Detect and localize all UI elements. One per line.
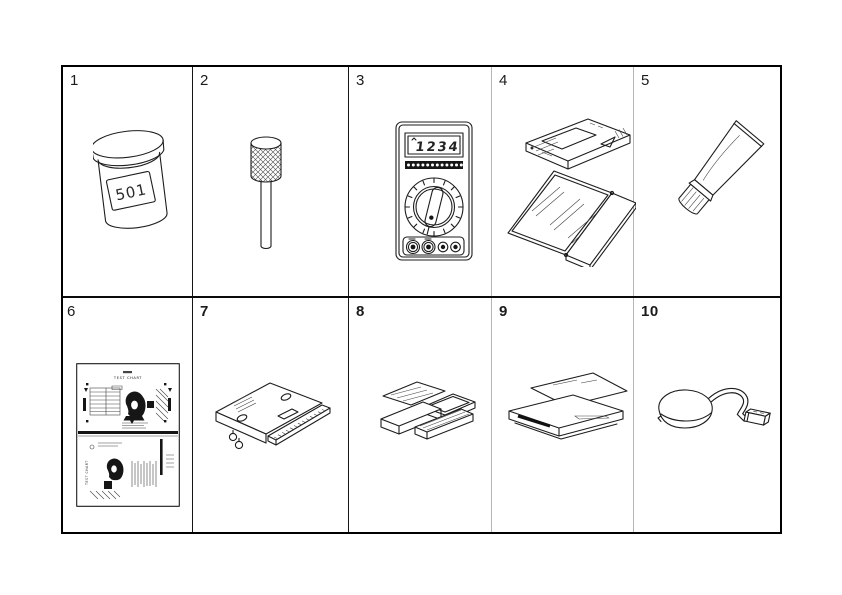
test-chart-title: TEST CHART [113, 376, 142, 380]
item-number: 10 [641, 303, 659, 320]
cell-item-1: 1 501 [63, 67, 192, 296]
adhesive-tube-illustration [678, 120, 765, 215]
item-number: 6 [67, 303, 76, 320]
item-number: 8 [356, 303, 365, 320]
item-number: 4 [499, 72, 508, 89]
knurled-screw-illustration [250, 136, 282, 250]
divider-col-2 [348, 67, 349, 532]
cartridge-with-case-illustration [507, 118, 636, 267]
divider-col-1 [192, 67, 193, 532]
divider-col-4 [633, 67, 634, 532]
item-number: 9 [499, 303, 508, 320]
test-chart-illustration: TEST CHART [76, 363, 180, 507]
cell-item-6: 6 TEST CHART [63, 298, 192, 532]
divider-col-3 [491, 67, 492, 532]
item-number: 1 [70, 72, 79, 89]
cell-item-4: 4 [492, 67, 636, 296]
card-reader-illustration [657, 387, 771, 429]
pc-card-illustration [508, 372, 628, 440]
cleaning-pads-illustration [380, 381, 476, 440]
item-number: 5 [641, 72, 650, 89]
grease-jar-illustration: 501 [93, 130, 168, 229]
test-chart-title-rotated: TEST CHART [85, 460, 89, 486]
item-number: 2 [200, 72, 209, 89]
cell-item-2: 2 [193, 67, 348, 296]
item-number: 7 [200, 303, 209, 320]
connector-illustration [215, 382, 331, 450]
item-number: 3 [356, 72, 365, 89]
cell-item-8: 8 [349, 298, 491, 532]
cell-item-3: 3 1234 [349, 67, 491, 296]
divider-row [63, 296, 780, 298]
cell-item-7: 7 [193, 298, 348, 532]
cell-item-9: 9 [492, 298, 633, 532]
cell-item-5: 5 [634, 67, 780, 296]
multimeter-display-text: 1234 [414, 140, 460, 155]
cell-item-10: 10 [634, 298, 780, 532]
multimeter-illustration: 1234 [395, 121, 473, 261]
parts-table: 1 501 2 [61, 65, 782, 534]
